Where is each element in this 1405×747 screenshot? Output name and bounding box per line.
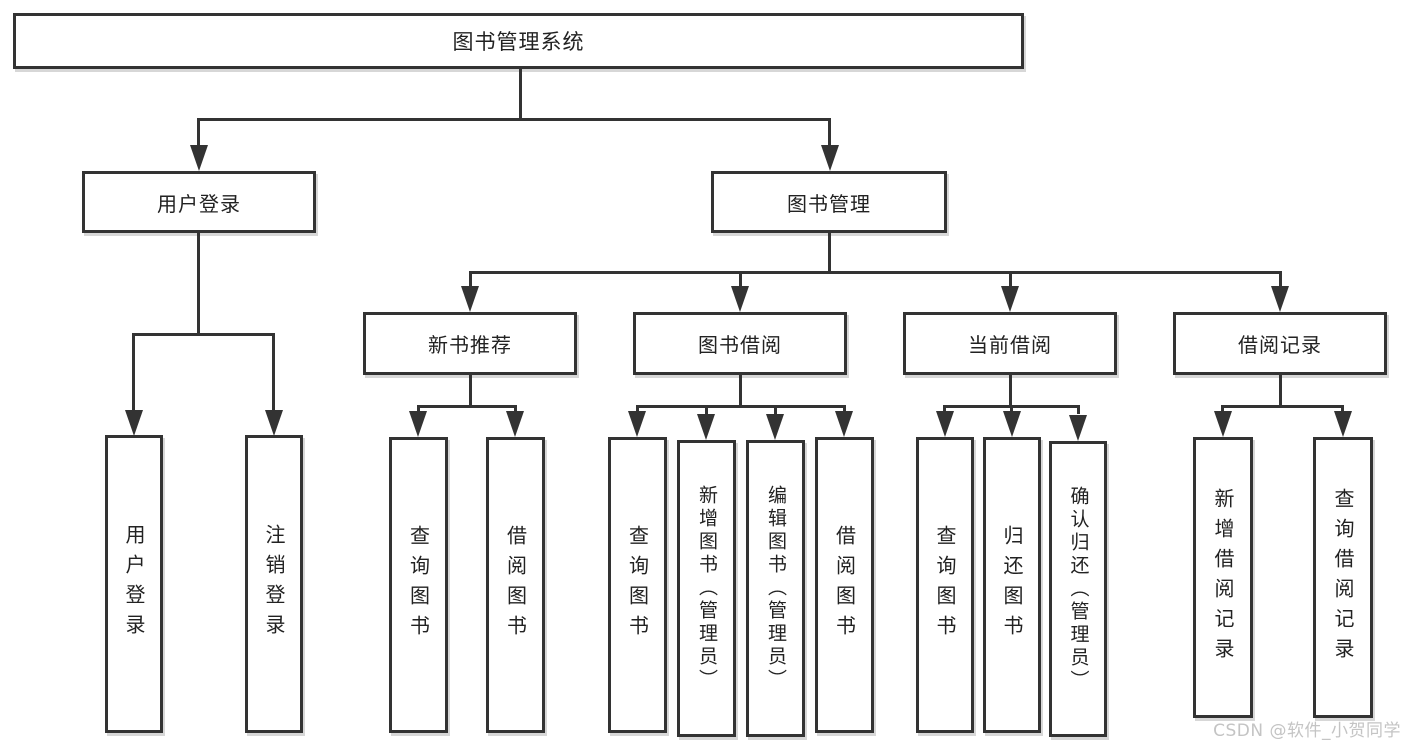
connector-stub: [1221, 405, 1224, 414]
connector-stem: [1279, 374, 1282, 407]
node-book-borrow: 图书借阅: [633, 312, 847, 375]
arrow-down-icon: [1069, 415, 1087, 441]
connector-stem: [1009, 374, 1012, 407]
arrow-down-icon: [265, 410, 283, 436]
arrow-down-icon: [936, 411, 954, 437]
connector-stub: [272, 333, 275, 411]
connector-split: [1221, 405, 1344, 408]
connector-stub: [1010, 405, 1013, 414]
connector-stub: [197, 118, 200, 146]
connector-stem: [828, 232, 831, 274]
connector-stub: [132, 333, 135, 411]
node-cb-query-books: 查询图书: [916, 437, 974, 733]
connector-stub: [469, 271, 472, 288]
connector-stub: [636, 405, 639, 414]
arrow-down-icon: [125, 410, 143, 436]
connector-stem: [469, 374, 472, 407]
node-br-query-record: 查询借阅记录: [1313, 437, 1373, 718]
arrow-down-icon: [1271, 286, 1289, 312]
arrow-down-icon: [628, 411, 646, 437]
connector-split: [636, 405, 846, 408]
arrow-down-icon: [766, 414, 784, 440]
connector-root-split: [197, 118, 831, 121]
node-bb-edit-books-admin: 编辑图书（管理员）: [746, 440, 805, 737]
csdn-watermark: CSDN @软件_小贺同学: [1213, 721, 1401, 741]
arrow-down-icon: [461, 286, 479, 312]
node-root: 图书管理系统: [13, 13, 1024, 69]
arrow-down-icon: [835, 411, 853, 437]
connector-split: [469, 271, 1282, 274]
node-cb-confirm-return-admin: 确认归还（管理员）: [1049, 441, 1107, 737]
node-bb-add-books-admin: 新增图书（管理员）: [677, 440, 736, 737]
arrow-down-icon: [731, 286, 749, 312]
connector-stub: [739, 271, 742, 288]
node-book-mgmt: 图书管理: [711, 171, 947, 233]
connector-stub: [774, 405, 777, 414]
node-nbr-borrow-books: 借阅图书: [486, 437, 545, 733]
connector-stub: [828, 118, 831, 146]
arrow-down-icon: [1003, 411, 1021, 437]
arrow-down-icon: [1334, 411, 1352, 437]
arrow-down-icon: [1001, 286, 1019, 312]
connector-stub: [1279, 271, 1282, 288]
arrow-down-icon: [821, 145, 839, 171]
connector-stub: [1009, 271, 1012, 288]
node-new-book-rec: 新书推荐: [363, 312, 577, 375]
connector-stem: [197, 232, 200, 335]
node-user-login-action: 用户登录: [105, 435, 163, 733]
node-bb-borrow-books: 借阅图书: [815, 437, 874, 733]
connector-root-stem: [519, 69, 522, 120]
node-current-borrow: 当前借阅: [903, 312, 1117, 375]
node-br-add-record: 新增借阅记录: [1193, 437, 1253, 718]
arrow-down-icon: [409, 411, 427, 437]
connector-stub: [943, 405, 946, 414]
connector-stub: [514, 405, 517, 414]
arrow-down-icon: [190, 145, 208, 171]
arrow-down-icon: [697, 414, 715, 440]
node-user-login: 用户登录: [82, 171, 316, 233]
node-nbr-query-books: 查询图书: [389, 437, 448, 733]
connector-stub: [1341, 405, 1344, 414]
node-bb-query-books: 查询图书: [608, 437, 667, 733]
node-logout-action: 注销登录: [245, 435, 303, 733]
arrow-down-icon: [1214, 411, 1232, 437]
node-cb-return-books: 归还图书: [983, 437, 1041, 733]
connector-split: [132, 333, 275, 336]
connector-stub: [417, 405, 420, 414]
connector-stem: [739, 374, 742, 407]
connector-split: [417, 405, 517, 408]
connector-stub: [705, 405, 708, 414]
connector-stub: [843, 405, 846, 414]
arrow-down-icon: [506, 411, 524, 437]
node-borrow-record: 借阅记录: [1173, 312, 1387, 375]
connector-stub: [1077, 405, 1080, 414]
